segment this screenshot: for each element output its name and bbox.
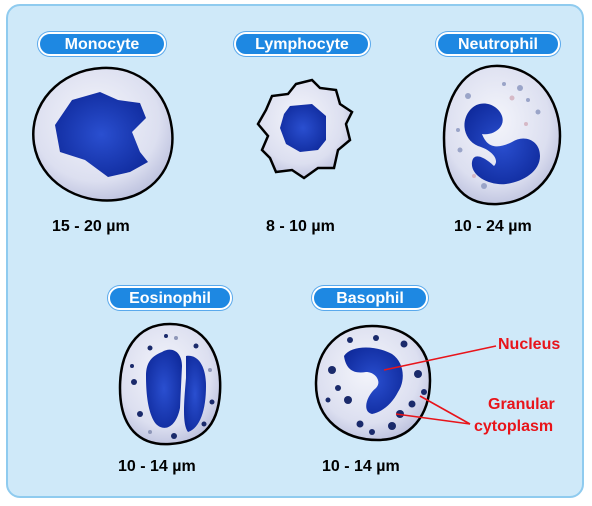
eosinophil-cell: [120, 324, 220, 444]
monocyte-label: Monocyte: [38, 32, 166, 56]
lymphocyte-label: Lymphocyte: [234, 32, 370, 56]
granular-annotation: Granular: [488, 396, 555, 414]
neutrophil-label: Neutrophil: [436, 32, 560, 56]
monocyte-cell: [33, 68, 172, 201]
eosinophil-label: Eosinophil: [108, 286, 232, 310]
basophil-cell: [316, 326, 430, 440]
basophil-size: 10 - 14 µm: [322, 458, 400, 476]
lymphocyte-size: 8 - 10 µm: [266, 218, 335, 236]
neutrophil-size: 10 - 24 µm: [454, 218, 532, 236]
cytoplasm-annotation: cytoplasm: [474, 418, 553, 436]
lymphocyte-cell: [258, 80, 352, 178]
eosinophil-size: 10 - 14 µm: [118, 458, 196, 476]
basophil-label: Basophil: [312, 286, 428, 310]
monocyte-size: 15 - 20 µm: [52, 218, 130, 236]
nucleus-annotation: Nucleus: [498, 336, 560, 354]
neutrophil-cell: [444, 66, 560, 204]
